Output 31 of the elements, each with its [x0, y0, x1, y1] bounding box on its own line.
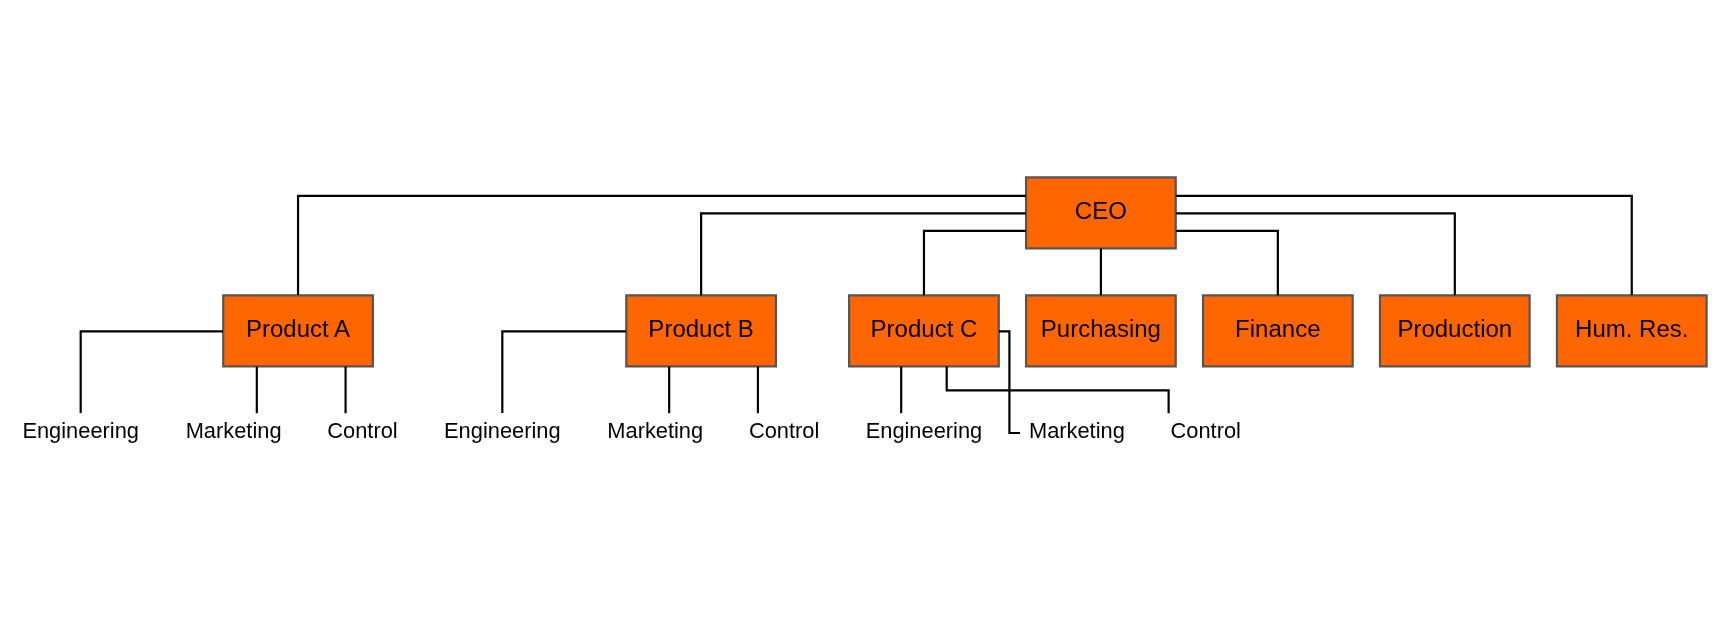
node-box: Product A [222, 294, 374, 368]
connector [79, 330, 223, 413]
connector [1175, 229, 1279, 296]
node-box: Hum. Res. [1555, 294, 1708, 368]
connector [700, 212, 1026, 296]
node-text: Marketing [607, 418, 704, 444]
node-text: Marketing [185, 418, 282, 444]
node-text: Engineering [444, 418, 561, 444]
connector [344, 366, 347, 414]
connector [255, 366, 258, 414]
connector [296, 194, 1026, 296]
node-box: Production [1378, 294, 1531, 368]
node-text: Marketing [1028, 418, 1125, 444]
connector [1099, 248, 1102, 296]
node-box: Product C [848, 294, 1000, 368]
node-text: Engineering [865, 418, 983, 444]
node-box: CEO [1025, 176, 1177, 250]
node-text: Engineering [22, 418, 139, 444]
connector [501, 330, 627, 413]
node-box: Purchasing [1025, 294, 1177, 368]
connector [1175, 194, 1633, 296]
node-text: Control [748, 418, 820, 444]
connector [922, 229, 1026, 296]
connector [668, 366, 671, 414]
connector [756, 366, 759, 414]
connector [900, 366, 903, 414]
node-box: Finance [1201, 294, 1354, 368]
connector [1175, 212, 1456, 296]
node-box: Product B [625, 294, 778, 368]
node-text: Control [327, 418, 398, 444]
node-text: Control [1170, 418, 1241, 444]
